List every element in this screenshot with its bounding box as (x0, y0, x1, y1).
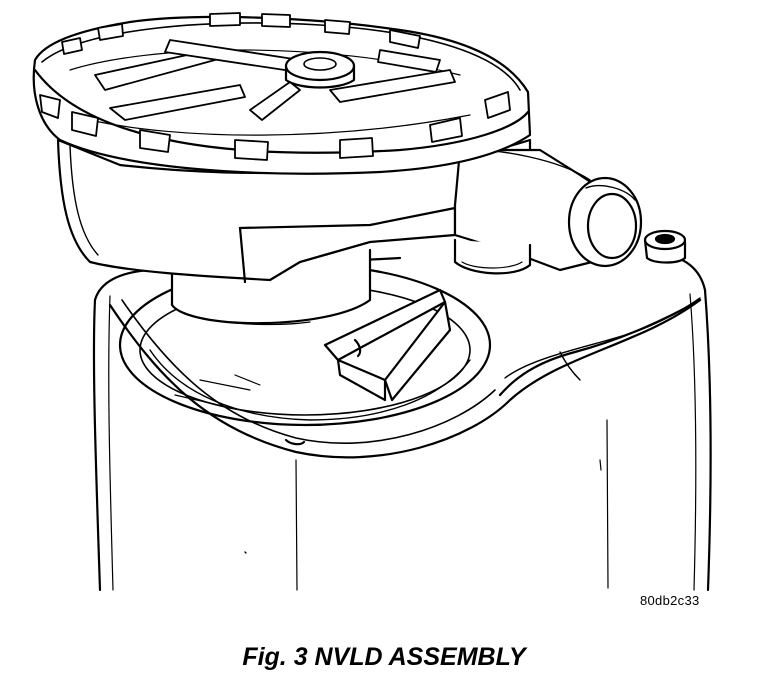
cover-center-boss (284, 50, 356, 89)
vent-fitting (643, 229, 687, 264)
cover-rim-tabs (39, 12, 511, 161)
figure-reference-code: 80db2c33 (640, 593, 700, 608)
figure-caption: Fig. 3 NVLD ASSEMBLY (0, 643, 768, 672)
retaining-clip (323, 288, 452, 402)
canister-body (92, 250, 712, 592)
edge-mark (244, 551, 247, 554)
figure-caption-text: Fig. 3 NVLD ASSEMBLY (242, 643, 526, 671)
outlet-tube (453, 148, 643, 272)
mounting-stud (453, 238, 532, 275)
cover-ribs (94, 39, 456, 121)
